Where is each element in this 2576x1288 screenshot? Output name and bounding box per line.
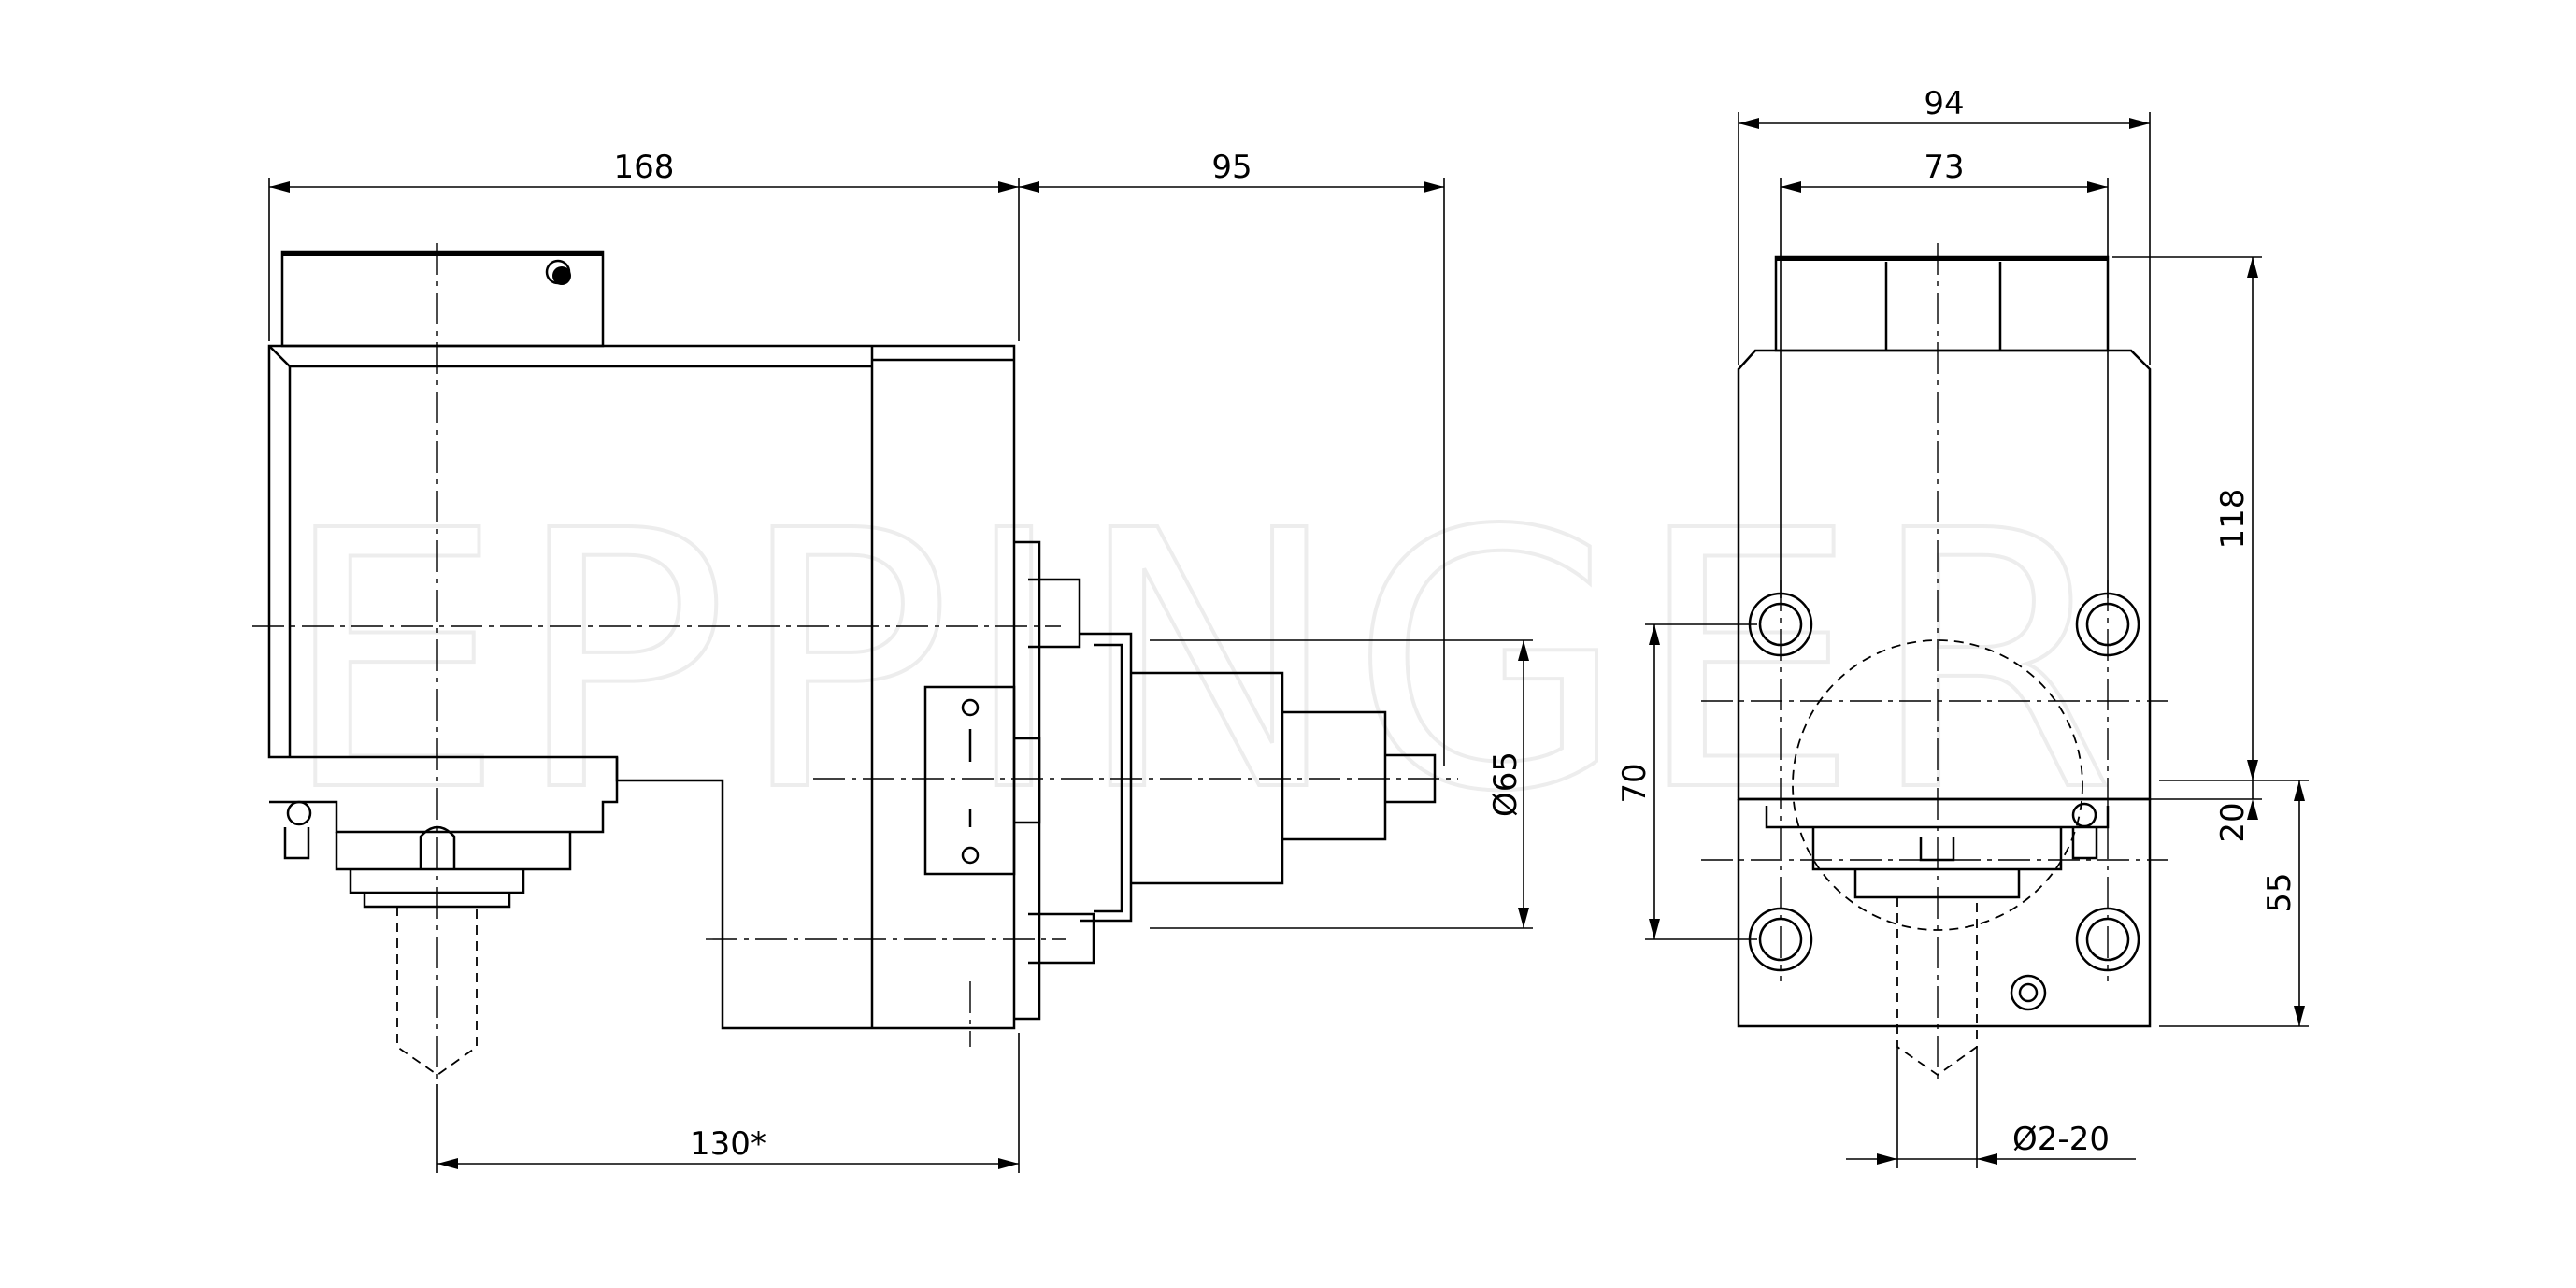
dim-130-text: 130* bbox=[690, 1125, 766, 1163]
watermark-logo-text: EPPINGER bbox=[280, 455, 2125, 869]
dim-94-arrow-left bbox=[1739, 118, 1759, 129]
flange-ring bbox=[1080, 632, 1133, 923]
dim-collet-arrow-right bbox=[1977, 1153, 1997, 1165]
lube-screw-fill bbox=[552, 266, 571, 285]
dim-65-text: Ø65 bbox=[1487, 751, 1524, 817]
dim-20-arrow bbox=[2247, 799, 2258, 820]
clamp-screw-shank bbox=[283, 827, 310, 860]
label-screw-bottom-icon bbox=[961, 846, 980, 865]
dim-95-arrow-left bbox=[1019, 181, 1039, 193]
side-view: 168 95 Ø65 130* bbox=[252, 149, 1533, 1173]
dim-73-arrow-left bbox=[1781, 181, 1801, 193]
dim-73-text: 73 bbox=[1924, 149, 1964, 186]
dim-70-text: 70 bbox=[1616, 763, 1653, 803]
dim-73-arrow-right bbox=[2087, 181, 2108, 193]
dim-118-text: 118 bbox=[2214, 489, 2252, 550]
dim-168-text: 168 bbox=[614, 149, 675, 186]
dim-collet-arrow-left bbox=[1877, 1153, 1897, 1165]
dim-70-arrow-bottom bbox=[1649, 919, 1660, 939]
dim-65-arrow-top bbox=[1518, 640, 1529, 661]
clamp-screw-icon bbox=[286, 800, 312, 826]
dim-94-arrow-right bbox=[2129, 118, 2150, 129]
front-clamp-screw-icon bbox=[2071, 802, 2097, 828]
spindle-stage-2 bbox=[1282, 710, 1387, 841]
dim-168-arrow-right bbox=[998, 181, 1019, 193]
dim-70-arrow-top bbox=[1649, 624, 1660, 645]
dim-168-arrow-left bbox=[269, 181, 290, 193]
small-screw-inner-icon bbox=[2018, 982, 2039, 1003]
dim-95-text: 95 bbox=[1211, 149, 1252, 186]
dim-94-text: 94 bbox=[1924, 85, 1964, 122]
flange-bolt-upper bbox=[1028, 578, 1081, 649]
label-screw-top-icon bbox=[961, 698, 980, 717]
front-lower-flange bbox=[1737, 799, 2152, 1028]
dim-95-arrow-right bbox=[1424, 181, 1444, 193]
label-plate bbox=[923, 685, 1016, 876]
dim-130-arrow-left bbox=[437, 1158, 458, 1169]
front-top-cap bbox=[1774, 255, 2110, 352]
front-clamp-screw-shank bbox=[2071, 827, 2098, 860]
dim-55-arrow-top bbox=[2294, 780, 2305, 801]
dim-118-arrow-bottom bbox=[2247, 760, 2258, 780]
small-screw-icon bbox=[2010, 974, 2047, 1011]
front-view: 94 73 118 20 55 70 bbox=[1616, 85, 2309, 1168]
housing-chamfer bbox=[268, 345, 291, 367]
flange-bolt-lower bbox=[1028, 912, 1095, 965]
dim-55-text: 55 bbox=[2261, 872, 2298, 912]
dim-65-arrow-bottom bbox=[1518, 908, 1529, 928]
dim-20-text: 20 bbox=[2214, 802, 2252, 842]
bottom-clamp-bar bbox=[269, 757, 619, 834]
side-stop-lug bbox=[1014, 737, 1041, 824]
dim-55-arrow-bottom bbox=[2294, 1006, 2305, 1026]
top-cap-outline bbox=[280, 250, 605, 348]
dim-118-arrow-top bbox=[2247, 257, 2258, 278]
dim-130-arrow-right bbox=[998, 1158, 1019, 1169]
dim-collet-text: Ø2-20 bbox=[2012, 1121, 2110, 1158]
